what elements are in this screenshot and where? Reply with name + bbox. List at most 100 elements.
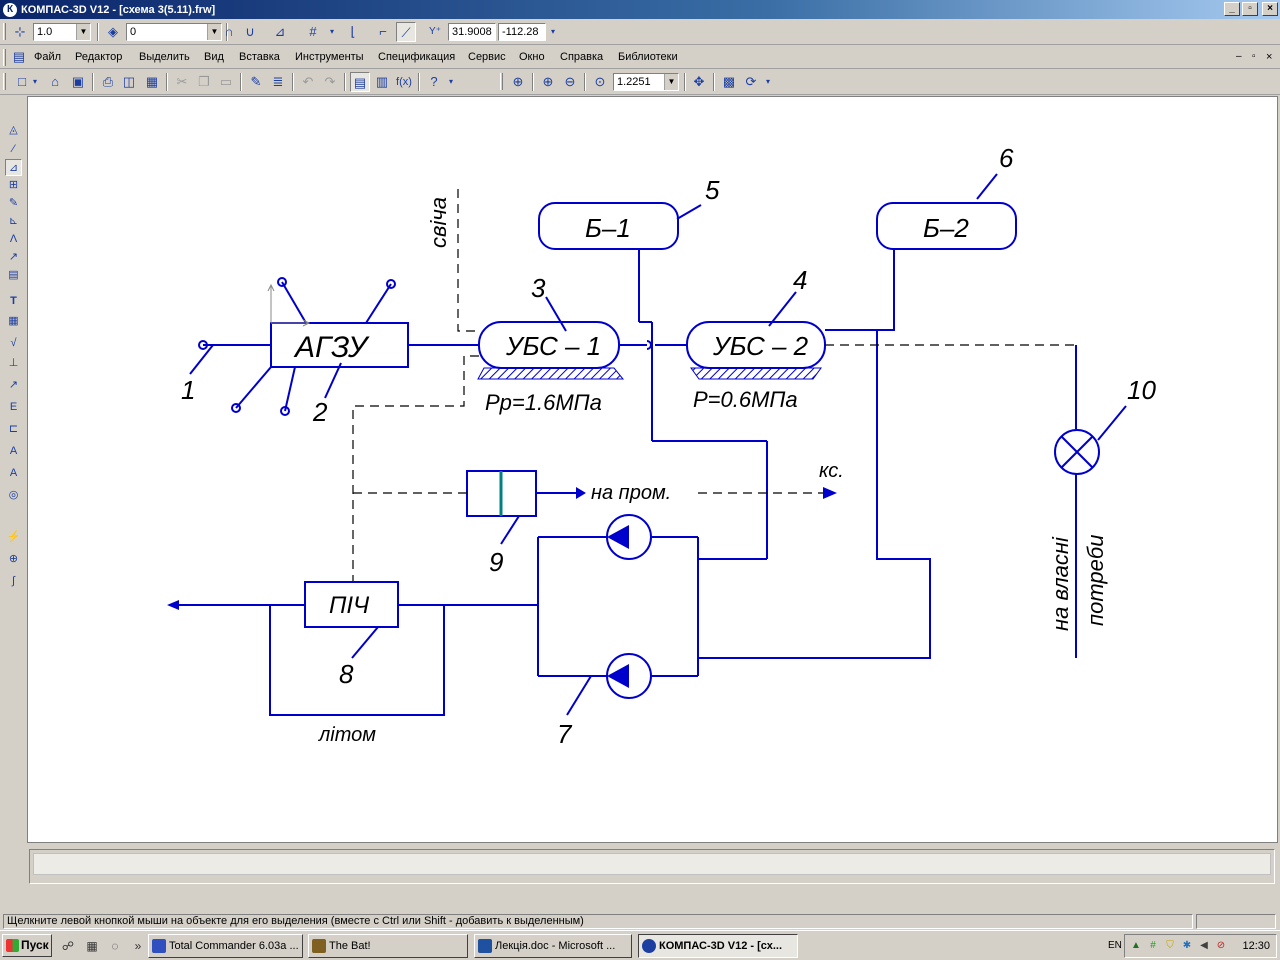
tolerance-icon[interactable]: ⊏ [8,423,19,435]
chevron-down-icon[interactable]: ▾ [32,77,37,86]
print-preview-icon[interactable]: ◫ [122,74,136,89]
menu-service[interactable]: Сервис [468,51,506,63]
zoom-in-icon[interactable]: ⊕ [542,74,554,89]
tray-grid-icon[interactable]: # [1150,940,1156,951]
task-the-bat[interactable]: The Bat! [308,934,468,958]
zoom-scale-icon[interactable]: ⊙ [594,74,606,89]
menu-insert[interactable]: Вставка [239,51,280,63]
quicklaunch-overflow-icon[interactable]: » [134,939,142,953]
text-icon[interactable]: T [10,295,17,307]
help-cursor-icon[interactable]: ? [430,74,438,89]
open-folder-icon[interactable]: ⌂ [51,74,59,89]
redo-icon[interactable]: ↷ [324,74,336,89]
local-snap-icon[interactable]: ⊿ [274,24,286,39]
section-icon[interactable]: A [9,445,18,457]
menu-select[interactable]: Выделить [139,51,190,63]
chevron-down-icon[interactable]: ▼ [76,24,90,40]
properties-icon[interactable]: ▦ [145,74,159,89]
menu-view[interactable]: Вид [204,51,224,63]
document-icon[interactable]: ▤ [12,49,26,64]
select-icon[interactable]: ↗ [8,251,19,263]
drawing-canvas[interactable]: АГЗУ УБС – 1 УБС – 2 Б–1 Б–2 ПІЧ Рр=1.6М… [27,96,1278,843]
point-icon[interactable]: ⁄ [12,143,15,155]
roughness-icon[interactable]: √ [10,337,17,349]
snap-point-icon[interactable]: ⊕ [8,553,19,565]
toolbar-grip[interactable] [500,73,503,90]
grid-icon[interactable]: # [309,24,317,39]
toolbar-grip[interactable] [3,23,6,40]
tray-bluetooth-icon[interactable]: ✱ [1182,940,1192,951]
round-coords-icon[interactable]: ⟋ [396,22,416,42]
task-word[interactable]: Лекція.doc - Microsoft ... [474,934,632,958]
view-arrow-icon[interactable]: A [9,467,18,479]
coord-y-field[interactable]: -112.28 [498,23,546,41]
parametrization-icon[interactable]: ⊾ [8,215,19,227]
clock[interactable]: 12:30 [1242,940,1270,952]
fx-icon[interactable]: f(x) [396,76,412,88]
toolbar-grip[interactable] [3,49,6,66]
toolbar-grip[interactable] [3,73,6,90]
geometry-icon[interactable]: ◬ [9,124,18,136]
position-icon[interactable]: E [9,401,18,413]
spec-icon[interactable]: ◎ [8,489,19,501]
manager-icon[interactable]: ▤ [350,72,370,92]
toolbar-overflow-icon[interactable]: ▾ [448,77,453,86]
language-indicator[interactable]: EN [1108,940,1122,951]
table-icon[interactable]: ▦ [8,315,19,327]
grid-snap-icon[interactable]: ⊞ [8,179,19,191]
step-combo[interactable]: 1.0 ▼ [33,23,91,41]
copy-icon[interactable]: ❐ [198,74,210,89]
chevron-down-icon[interactable]: ▼ [207,24,221,40]
list-icon[interactable]: ≣ [272,74,284,89]
associative-view-icon[interactable]: ▤ [8,269,19,281]
layer-combo[interactable]: 0 ▼ [126,23,222,41]
format-brush-icon[interactable]: ✎ [250,74,262,89]
edit-icon[interactable]: ✎ [8,197,19,209]
zoom-combo[interactable]: 1.2251 ▼ [613,73,679,91]
quicklaunch-network-icon[interactable]: ☍ [61,939,75,953]
menu-specification[interactable]: Спецификация [378,51,456,63]
new-document-icon[interactable]: □ [18,74,26,89]
chevron-down-icon[interactable]: ▼ [664,74,678,90]
cut-icon[interactable]: ✂ [176,74,188,89]
menu-libraries[interactable]: Библиотеки [618,51,678,63]
magnet-icon[interactable]: ∩ [224,24,234,39]
chevron-down-icon[interactable]: ▾ [329,27,334,36]
quicklaunch-ie-icon[interactable]: ◌ [111,939,119,953]
layer-icon[interactable]: ◈ [108,24,118,39]
menu-file[interactable]: Файл [34,51,62,63]
menu-edit[interactable]: Редактор [75,51,123,63]
tray-network-icon[interactable]: ▲ [1131,940,1141,951]
coord-x-field[interactable]: 31.9008 [448,23,496,41]
local-cs-icon[interactable]: ⌊ [350,24,356,39]
variables-icon[interactable]: ▥ [375,74,389,89]
doc-restore-icon[interactable]: ▫ [1252,51,1256,62]
step-icon[interactable]: ⊹ [14,24,26,39]
doc-minimize-icon[interactable]: – [1236,51,1242,62]
pan-icon[interactable]: ✥ [693,74,705,89]
toolbar-overflow-icon[interactable]: ▾ [550,27,555,36]
print-icon[interactable]: ⎙ [102,74,114,89]
b2-tank[interactable] [876,202,1017,250]
task-total-commander[interactable]: Total Commander 6.03a ... [148,934,303,958]
menu-window[interactable]: Окно [519,51,545,63]
task-kompas[interactable]: КОМПАС-3D V12 - [сх... [638,934,798,958]
lightning-icon[interactable]: ⚡ [6,531,21,543]
restore-button[interactable]: ▫ [1242,2,1258,16]
tray-speaker-icon[interactable]: ◀ [1200,940,1208,951]
zoom-out-icon[interactable]: ⊖ [564,74,576,89]
dimensions-icon[interactable]: ⊿ [5,159,22,176]
paste-icon[interactable]: ▭ [219,74,233,89]
toolbar-overflow-icon[interactable]: ▾ [765,77,770,86]
refresh-icon[interactable]: ⟳ [745,74,757,89]
snap-magnet-icon[interactable]: ∪ [245,24,255,39]
quicklaunch-calc-icon[interactable]: ▦ [86,939,98,953]
curve-icon[interactable]: ∫ [11,575,15,587]
menu-tools[interactable]: Инструменты [295,51,364,63]
menu-help[interactable]: Справка [560,51,604,63]
tray-antivirus-icon[interactable]: ⊘ [1216,940,1226,951]
save-icon[interactable]: ▣ [71,74,85,89]
minimize-button[interactable]: _ [1224,2,1240,16]
undo-icon[interactable]: ↶ [302,74,314,89]
b1-tank[interactable] [538,202,679,250]
